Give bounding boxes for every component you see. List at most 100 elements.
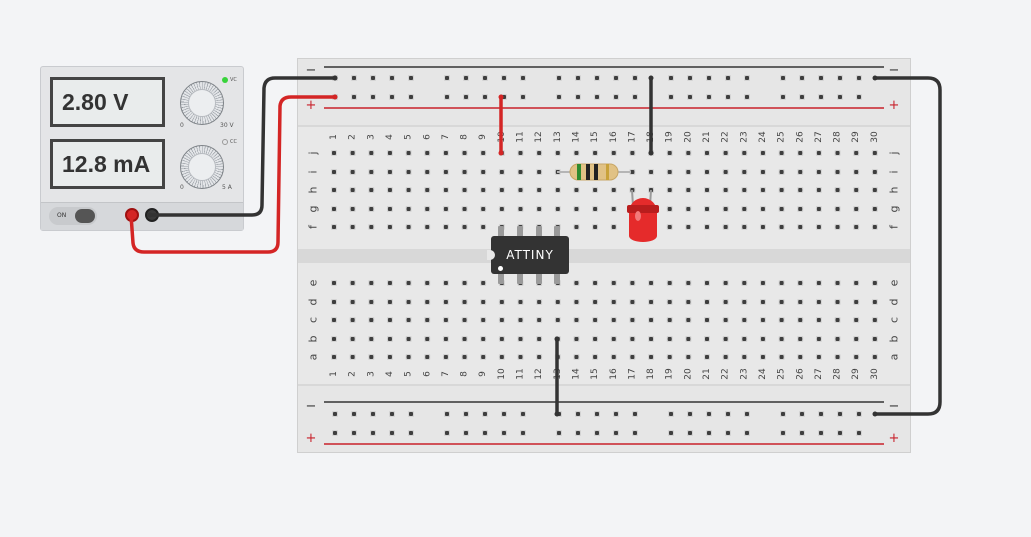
hole-h12[interactable]: [536, 187, 543, 193]
wire-psu-ground[interactable]: [148, 76, 337, 217]
hole-c4[interactable]: [386, 317, 393, 323]
hole-e14[interactable]: [573, 280, 580, 286]
hole-a4[interactable]: [386, 354, 393, 360]
hole-c10[interactable]: [498, 317, 505, 323]
top-rail-plus-hole[interactable]: [725, 94, 731, 100]
hole-f9[interactable]: [480, 224, 487, 230]
top-rail-plus-hole[interactable]: [856, 94, 862, 100]
hole-e7[interactable]: [442, 280, 449, 286]
bottom-rail-minus-hole[interactable]: [632, 411, 638, 417]
hole-j2[interactable]: [349, 150, 356, 156]
hole-f16[interactable]: [610, 224, 617, 230]
hole-h21[interactable]: [704, 187, 710, 193]
top-rail-minus-hole[interactable]: [463, 75, 469, 81]
top-rail-plus-hole[interactable]: [482, 94, 488, 100]
hole-f19[interactable]: [666, 224, 673, 230]
hole-c1[interactable]: [331, 317, 337, 323]
top-rail-plus-hole[interactable]: [687, 94, 693, 100]
hole-a21[interactable]: [704, 354, 710, 360]
hole-c12[interactable]: [536, 317, 543, 323]
bottom-rail-minus-hole[interactable]: [332, 411, 338, 417]
hole-i17[interactable]: [629, 169, 636, 175]
hole-b12[interactable]: [536, 336, 543, 342]
hole-b8[interactable]: [461, 336, 468, 342]
hole-g30[interactable]: [871, 206, 878, 212]
hole-i26[interactable]: [797, 169, 804, 175]
hole-g4[interactable]: [386, 206, 393, 212]
hole-e5[interactable]: [405, 280, 412, 286]
bottom-rail-plus-hole[interactable]: [837, 430, 843, 436]
hole-d11[interactable]: [517, 299, 524, 305]
hole-d22[interactable]: [722, 299, 729, 305]
hole-h11[interactable]: [517, 187, 524, 193]
top-rail-plus-hole[interactable]: [463, 94, 469, 100]
bottom-rail-minus-hole[interactable]: [799, 411, 805, 417]
hole-f20[interactable]: [685, 224, 692, 230]
hole-e20[interactable]: [685, 280, 692, 286]
hole-g8[interactable]: [461, 206, 468, 212]
hole-j20[interactable]: [685, 150, 692, 156]
bottom-rail-minus-hole[interactable]: [780, 411, 786, 417]
hole-h29[interactable]: [853, 187, 860, 193]
bottom-rail-minus-hole[interactable]: [501, 411, 507, 417]
hole-h9[interactable]: [480, 187, 487, 193]
hole-c16[interactable]: [610, 317, 617, 323]
hole-d28[interactable]: [834, 299, 841, 305]
hole-a10[interactable]: [498, 354, 505, 360]
hole-g20[interactable]: [685, 206, 692, 212]
hole-h23[interactable]: [741, 187, 748, 193]
bottom-rail-plus-hole[interactable]: [332, 430, 338, 436]
hole-h6[interactable]: [424, 187, 431, 193]
hole-i22[interactable]: [722, 169, 729, 175]
hole-f23[interactable]: [741, 224, 748, 230]
hole-g26[interactable]: [797, 206, 804, 212]
hole-i30[interactable]: [871, 169, 878, 175]
hole-b4[interactable]: [386, 336, 393, 342]
hole-a15[interactable]: [592, 354, 599, 360]
hole-j25[interactable]: [778, 150, 785, 156]
hole-c6[interactable]: [424, 317, 431, 323]
hole-f29[interactable]: [853, 224, 860, 230]
hole-j22[interactable]: [722, 150, 729, 156]
hole-b15[interactable]: [592, 336, 599, 342]
hole-c26[interactable]: [797, 317, 804, 323]
hole-c21[interactable]: [704, 317, 710, 323]
hole-c3[interactable]: [368, 317, 375, 323]
hole-g24[interactable]: [759, 206, 766, 212]
bottom-rail-plus-hole[interactable]: [687, 430, 693, 436]
hole-i10[interactable]: [498, 169, 505, 175]
top-rail-plus-hole[interactable]: [613, 94, 619, 100]
hole-j8[interactable]: [461, 150, 468, 156]
bottom-rail-plus-hole[interactable]: [482, 430, 488, 436]
bottom-rail-plus-hole[interactable]: [613, 430, 619, 436]
hole-j28[interactable]: [834, 150, 841, 156]
hole-i25[interactable]: [778, 169, 785, 175]
hole-g22[interactable]: [722, 206, 729, 212]
bottom-rail-plus-hole[interactable]: [463, 430, 469, 436]
hole-b26[interactable]: [797, 336, 804, 342]
hole-a28[interactable]: [834, 354, 841, 360]
hole-h1[interactable]: [331, 187, 337, 193]
top-rail-plus-hole[interactable]: [444, 94, 450, 100]
hole-i2[interactable]: [349, 169, 356, 175]
voltage-knob[interactable]: [180, 81, 224, 125]
hole-e15[interactable]: [592, 280, 599, 286]
hole-b11[interactable]: [517, 336, 524, 342]
hole-b21[interactable]: [704, 336, 710, 342]
hole-c20[interactable]: [685, 317, 692, 323]
hole-f6[interactable]: [424, 224, 431, 230]
hole-f5[interactable]: [405, 224, 412, 230]
hole-e21[interactable]: [704, 280, 710, 286]
bottom-rail-plus-hole[interactable]: [594, 430, 600, 436]
hole-e27[interactable]: [815, 280, 822, 286]
breadboard[interactable]: [297, 58, 911, 453]
hole-i7[interactable]: [442, 169, 449, 175]
hole-d18[interactable]: [648, 299, 655, 305]
hole-e19[interactable]: [666, 280, 673, 286]
hole-a18[interactable]: [648, 354, 655, 360]
hole-d26[interactable]: [797, 299, 804, 305]
current-knob[interactable]: [180, 145, 224, 189]
hole-g23[interactable]: [741, 206, 748, 212]
hole-e18[interactable]: [648, 280, 655, 286]
